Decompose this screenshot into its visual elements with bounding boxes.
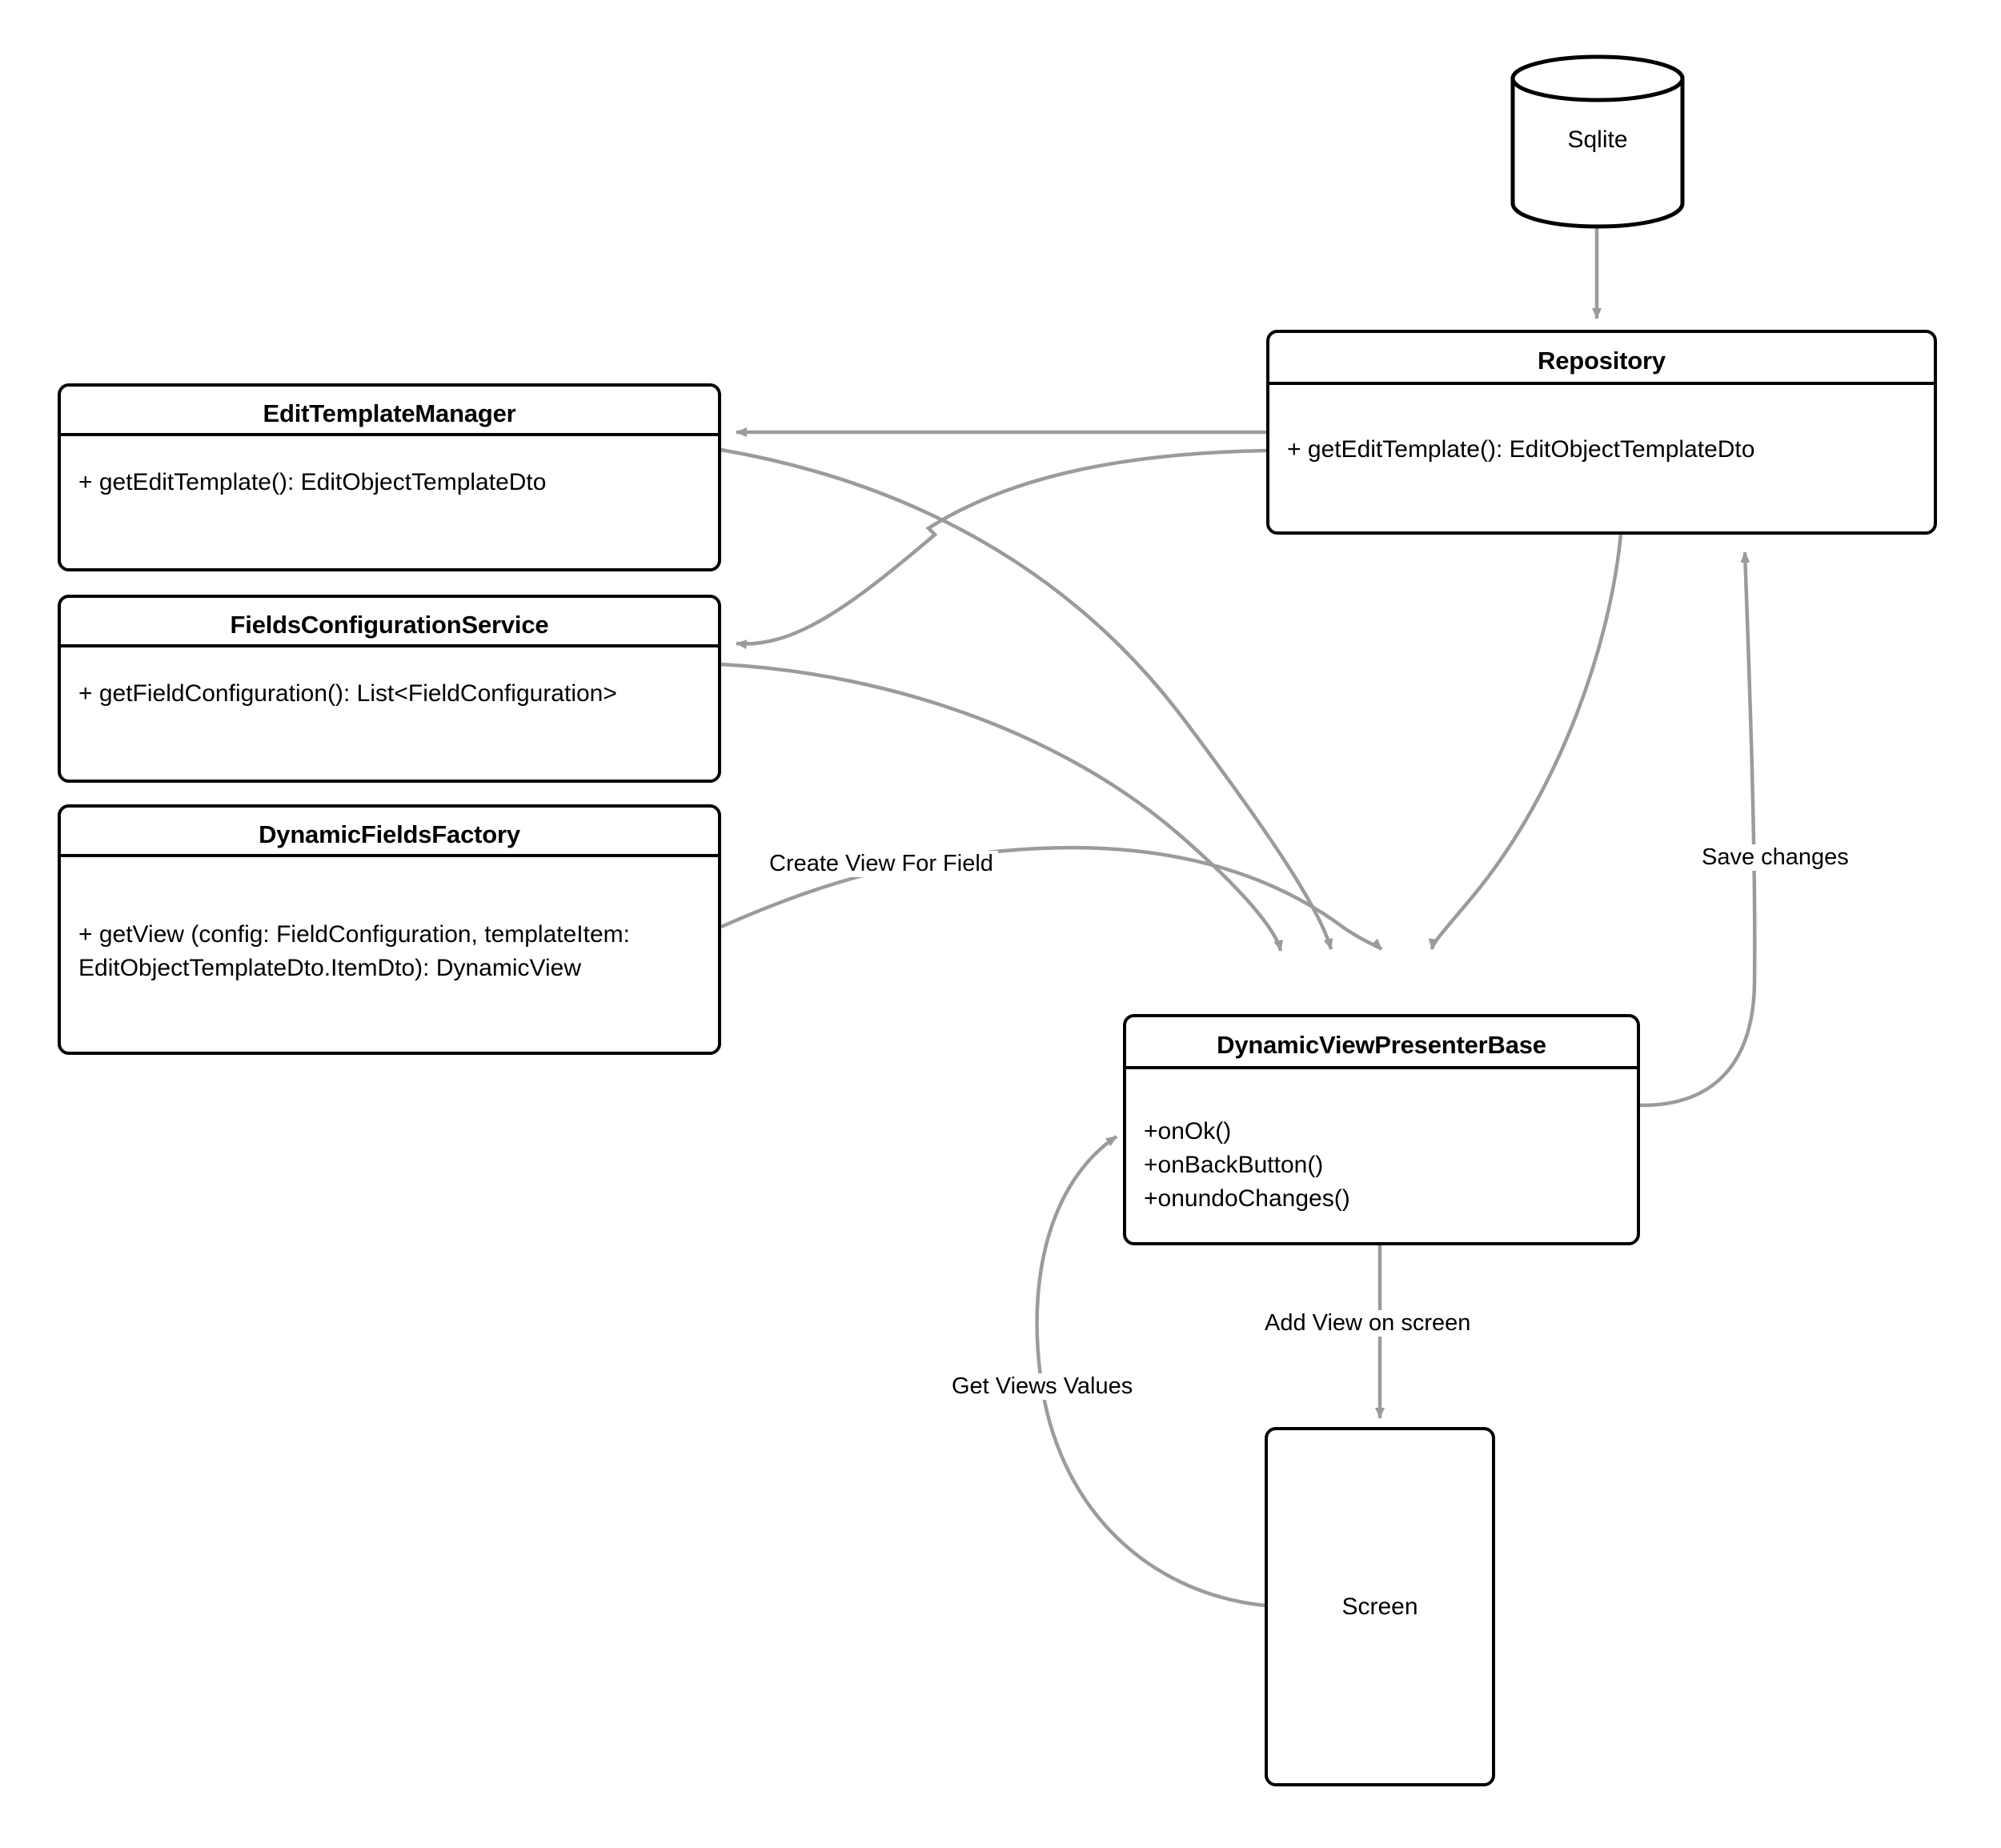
screen-label: Screen bbox=[1341, 1593, 1418, 1620]
node-fields-configuration-service[interactable]: FieldsConfigurationService + getFieldCon… bbox=[58, 595, 721, 783]
dynamic-fields-factory-divider bbox=[61, 854, 718, 857]
edit-template-manager-title: EditTemplateManager bbox=[263, 399, 516, 427]
edit-template-manager-members: + getEditTemplate(): EditObjectTemplateD… bbox=[78, 469, 547, 495]
repository-members: + getEditTemplate(): EditObjectTemplateD… bbox=[1287, 436, 1755, 463]
repository-title: Repository bbox=[1538, 347, 1666, 375]
repository-divider bbox=[1269, 382, 1934, 385]
edge-repository-to-fields-configuration-service bbox=[736, 448, 1267, 650]
edit-template-manager-divider bbox=[61, 433, 718, 436]
dynamic-view-presenter-base-divider bbox=[1126, 1066, 1637, 1069]
edge-edit-template-manager-to-presenter bbox=[720, 447, 1333, 950]
edge-label-add-view-on-screen: Add View on screen bbox=[1260, 1310, 1476, 1337]
fields-configuration-service-title: FieldsConfigurationService bbox=[230, 611, 549, 639]
edge-presenter-to-repository-save-changes bbox=[1639, 551, 1757, 1108]
node-repository[interactable]: Repository + getEditTemplate(): EditObje… bbox=[1266, 330, 1937, 535]
dynamic-fields-factory-members: + getView (config: FieldConfiguration, t… bbox=[78, 921, 630, 981]
edge-label-save-changes: Save changes bbox=[1697, 844, 1854, 871]
edge-label-get-views-values: Get Views Values bbox=[947, 1373, 1138, 1400]
dynamic-view-presenter-base-members: +onOk() +onBackButton() +onundoChanges() bbox=[1144, 1118, 1350, 1212]
sqlite-label: Sqlite bbox=[1567, 126, 1628, 153]
database-cylinder-icon bbox=[1510, 54, 1685, 229]
dynamic-view-presenter-base-title: DynamicViewPresenterBase bbox=[1217, 1031, 1546, 1059]
node-dynamic-view-presenter-base[interactable]: DynamicViewPresenterBase +onOk() +onBack… bbox=[1123, 1014, 1640, 1245]
edge-dynamic-fields-factory-to-presenter bbox=[720, 845, 1383, 951]
fields-configuration-service-divider bbox=[61, 644, 718, 647]
node-edit-template-manager[interactable]: EditTemplateManager + getEditTemplate():… bbox=[58, 383, 721, 571]
fields-configuration-service-members: + getFieldConfiguration(): List<FieldCon… bbox=[78, 680, 617, 707]
dynamic-fields-factory-title: DynamicFieldsFactory bbox=[259, 820, 520, 848]
node-sqlite[interactable]: Sqlite bbox=[1510, 53, 1686, 229]
edge-fields-configuration-service-to-presenter bbox=[720, 662, 1284, 952]
edge-label-create-view-for-field: Create View For Field bbox=[764, 851, 998, 877]
edge-repository-to-presenter bbox=[1428, 534, 1623, 950]
node-screen[interactable]: Screen bbox=[1265, 1427, 1495, 1786]
node-dynamic-fields-factory[interactable]: DynamicFieldsFactory + getView (config: … bbox=[58, 804, 721, 1055]
